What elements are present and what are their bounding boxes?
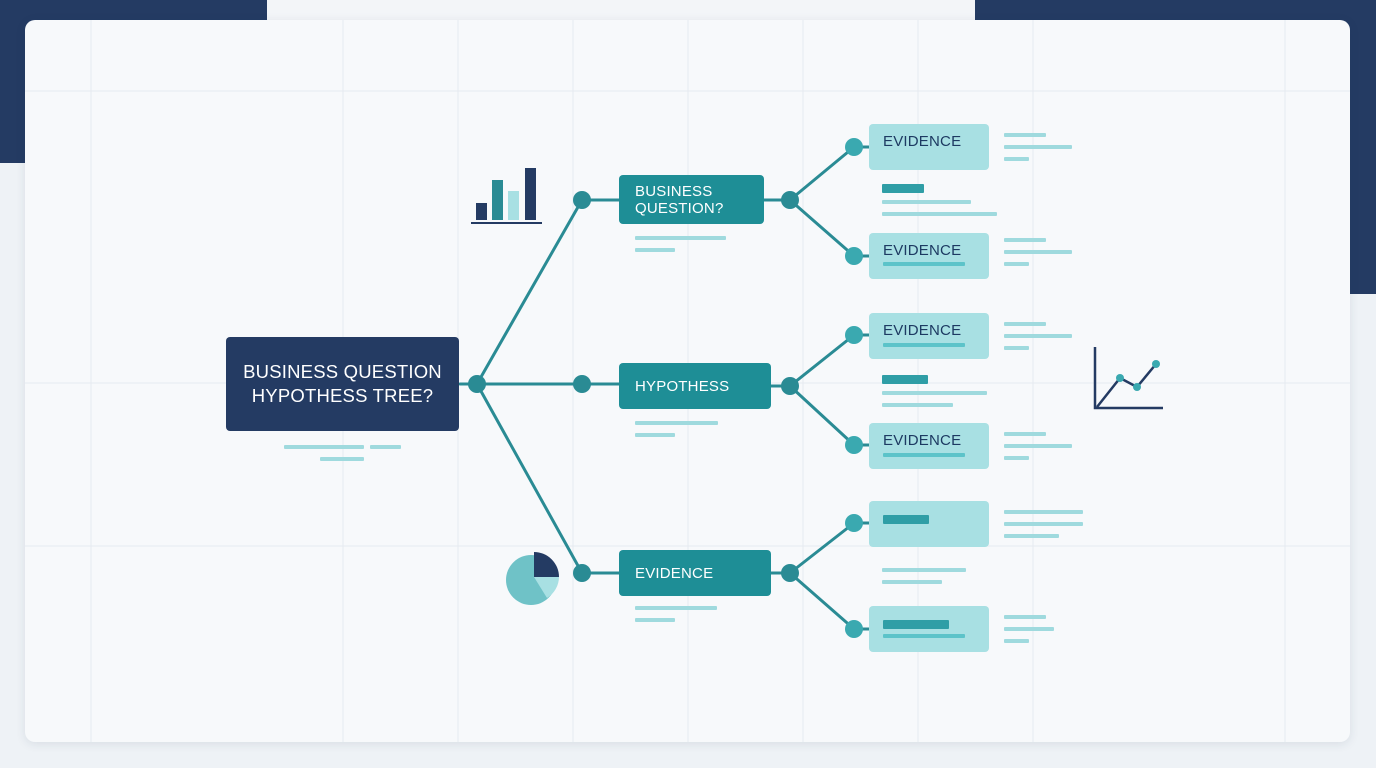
leaf-node-bar bbox=[883, 515, 929, 524]
leaf-node-evidence[interactable]: EVIDENCE bbox=[869, 233, 989, 279]
branch-node-business-question[interactable]: BUSINESS QUESTION? bbox=[619, 175, 764, 224]
branch-node-line2: QUESTION? bbox=[635, 199, 724, 217]
leaf-node-bar bbox=[883, 262, 965, 266]
leaf-node-label: EVIDENCE bbox=[883, 133, 962, 150]
leaf-node-label: EVIDENCE bbox=[883, 322, 962, 339]
leaf-node-evidence[interactable]: EVIDENCE bbox=[869, 423, 989, 469]
leaf-node-evidence[interactable]: EVIDENCE bbox=[869, 124, 989, 170]
bg-light-top bbox=[267, 0, 975, 20]
root-node[interactable]: BUSINESS QUESTION HYPOTHESS TREE? bbox=[226, 337, 459, 431]
root-node-line1: BUSINESS QUESTION bbox=[243, 361, 442, 382]
leaf-node-bar bbox=[883, 453, 965, 457]
leaf-node-blank[interactable] bbox=[869, 606, 989, 652]
branch-node-label: HYPOTHESS bbox=[635, 377, 730, 395]
bar-chart-icon bbox=[471, 168, 542, 224]
branch-node-evidence[interactable]: EVIDENCE bbox=[619, 550, 771, 596]
leaf-node-blank[interactable] bbox=[869, 501, 989, 547]
leaf-node-label: EVIDENCE bbox=[883, 242, 962, 259]
leaf-node-bar bbox=[883, 343, 965, 347]
branch-node-hypothesis[interactable]: HYPOTHESS bbox=[619, 363, 771, 409]
branch-node-line1: BUSINESS bbox=[635, 182, 713, 200]
root-node-line2: HYPOTHESS TREE? bbox=[251, 385, 434, 406]
pie-chart-icon bbox=[506, 552, 559, 605]
leaf-node-bar bbox=[883, 634, 965, 638]
leaf-node-bar bbox=[883, 620, 949, 629]
leaf-node-label: EVIDENCE bbox=[883, 432, 962, 449]
branch-node-label: EVIDENCE bbox=[635, 564, 714, 582]
leaf-node-evidence[interactable]: EVIDENCE bbox=[869, 313, 989, 359]
line-chart-icon bbox=[1093, 347, 1163, 410]
